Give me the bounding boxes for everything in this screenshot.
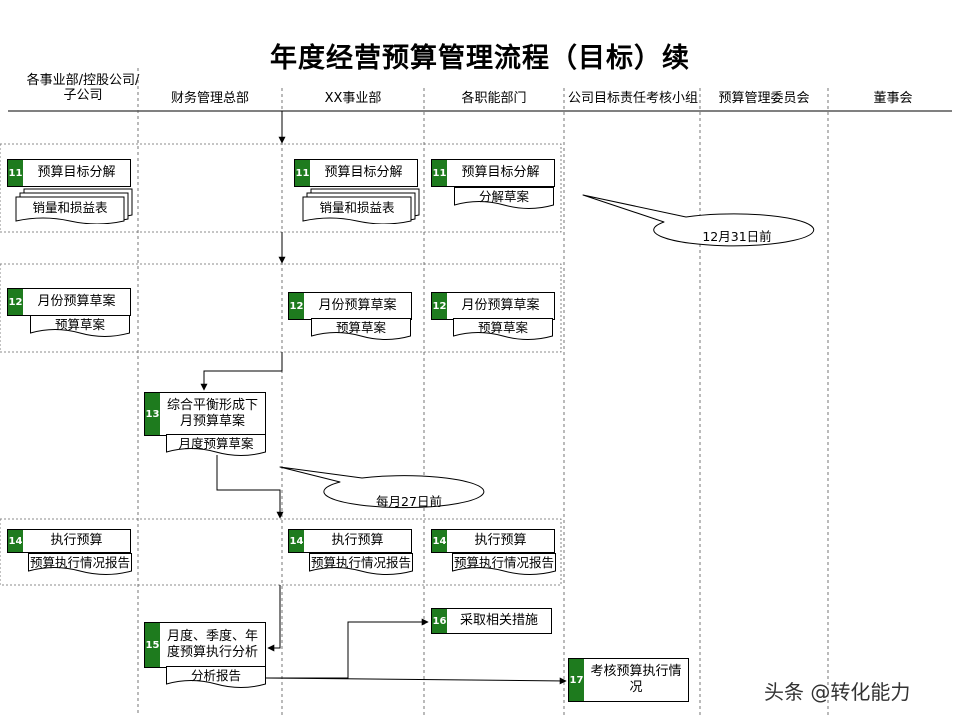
document[interactable]: 预算草案 bbox=[311, 318, 411, 342]
document-icon bbox=[30, 315, 130, 337]
document-stack[interactable]: 销量和损益表 bbox=[15, 188, 135, 224]
step-label: 执行预算 bbox=[474, 533, 527, 548]
document[interactable]: 预算执行情况报告 bbox=[28, 553, 132, 577]
document[interactable]: 预算执行情况报告 bbox=[452, 553, 556, 577]
step-number: 17 bbox=[569, 659, 584, 701]
step-label: 考核预算执行情 况 bbox=[584, 659, 688, 701]
lane-header-line: 子公司 bbox=[63, 88, 103, 103]
step-number: 14 bbox=[289, 530, 304, 552]
document-icon bbox=[166, 434, 266, 456]
step-label: 月份预算草案 bbox=[37, 294, 116, 309]
step-15-finance[interactable]: 15 月度、季度、年 度预算执行分析 bbox=[144, 622, 266, 668]
document-icon bbox=[166, 666, 266, 688]
document[interactable]: 预算草案 bbox=[30, 315, 130, 339]
document-label: 销量和损益表 bbox=[32, 200, 108, 215]
document[interactable]: 分解草案 bbox=[454, 187, 554, 211]
document[interactable]: 月度预算草案 bbox=[166, 434, 266, 458]
multi-document-icon bbox=[302, 188, 420, 224]
step-14-xx-division[interactable]: 14 执行预算 bbox=[288, 529, 412, 553]
document-label: 预算执行情况报告 bbox=[310, 555, 411, 570]
step-label-line: 综合平衡形成下 bbox=[166, 398, 258, 413]
step-14-functional-depts[interactable]: 14 执行预算 bbox=[431, 529, 555, 553]
document-icon bbox=[454, 187, 554, 209]
document-label: 月度预算草案 bbox=[178, 436, 254, 451]
document[interactable]: 分析报告 bbox=[166, 666, 266, 690]
step-label: 执行预算 bbox=[50, 533, 103, 548]
watermark: 头条 @转化能力 bbox=[764, 680, 911, 704]
step-label: 执行预算 bbox=[331, 533, 384, 548]
document[interactable]: 预算执行情况报告 bbox=[309, 553, 413, 577]
step-12-xx-division[interactable]: 12 月份预算草案 bbox=[288, 292, 412, 320]
step-13-finance[interactable]: 13 综合平衡形成下 月预算草案 bbox=[144, 392, 266, 436]
step-12-functional-depts[interactable]: 12 月份预算草案 bbox=[431, 292, 555, 320]
document-label: 销量和损益表 bbox=[319, 200, 395, 215]
step-label-line: 月度、季度、年 bbox=[166, 629, 258, 644]
step-number: 14 bbox=[8, 530, 23, 552]
step-11-xx-division[interactable]: 11 预算目标分解 bbox=[294, 159, 418, 187]
document-label: 分析报告 bbox=[190, 668, 241, 683]
document-icon bbox=[309, 553, 413, 575]
step-12-business-units[interactable]: 12 月份预算草案 bbox=[7, 288, 131, 316]
document[interactable]: 预算草案 bbox=[453, 318, 553, 342]
step-label-line: 考核预算执行情 bbox=[590, 664, 682, 679]
step-label: 月度、季度、年 度预算执行分析 bbox=[160, 623, 265, 667]
multi-document-icon bbox=[15, 188, 133, 224]
step-16-functional-depts[interactable]: 16 采取相关措施 bbox=[431, 608, 552, 634]
lane-header-board: 董事会 bbox=[873, 91, 913, 106]
step-label-line: 度预算执行分析 bbox=[166, 645, 258, 660]
document-label: 预算草案 bbox=[335, 320, 386, 335]
lane-header-line: 各事业部/控股公司/ bbox=[26, 73, 140, 88]
document-label: 预算草案 bbox=[477, 320, 528, 335]
step-label: 月份预算草案 bbox=[318, 298, 397, 313]
callout-deadline-dec31: 12月31日前 bbox=[702, 229, 772, 244]
callout-deadline-day27: 每月27日前 bbox=[376, 494, 442, 509]
step-number: 12 bbox=[432, 293, 447, 319]
document-icon bbox=[453, 318, 553, 340]
step-number: 12 bbox=[8, 289, 23, 315]
step-label-line: 月预算草案 bbox=[179, 414, 245, 429]
step-label: 预算目标分解 bbox=[461, 165, 540, 180]
document-stack[interactable]: 销量和损益表 bbox=[302, 188, 422, 224]
step-label: 月份预算草案 bbox=[461, 298, 540, 313]
lane-header-xx-division: XX事业部 bbox=[324, 91, 382, 106]
step-number: 15 bbox=[145, 623, 160, 667]
lane-header-assessment-group: 公司目标责任考核小组 bbox=[567, 91, 698, 106]
page-title: 年度经营预算管理流程（目标）续 bbox=[270, 43, 690, 74]
lane-header-functional-depts: 各职能部门 bbox=[461, 91, 527, 106]
lane-header-business-units: 各事业部/控股公司/ 子公司 bbox=[8, 73, 158, 103]
lane-header-finance: 财务管理总部 bbox=[170, 91, 249, 106]
document-icon bbox=[311, 318, 411, 340]
document-label: 预算执行情况报告 bbox=[453, 555, 554, 570]
step-11-functional-depts[interactable]: 11 预算目标分解 bbox=[431, 159, 555, 187]
step-number: 11 bbox=[8, 160, 23, 186]
step-11-business-units[interactable]: 11 预算目标分解 bbox=[7, 159, 131, 187]
step-label-line: 况 bbox=[629, 680, 643, 695]
document-icon bbox=[28, 553, 132, 575]
step-number: 11 bbox=[295, 160, 310, 186]
step-17-assessment-group[interactable]: 17 考核预算执行情 况 bbox=[568, 658, 689, 702]
document-label: 分解草案 bbox=[478, 189, 529, 204]
step-number: 12 bbox=[289, 293, 304, 319]
step-number: 11 bbox=[432, 160, 447, 186]
document-label: 预算执行情况报告 bbox=[29, 555, 130, 570]
step-number: 14 bbox=[432, 530, 447, 552]
step-number: 16 bbox=[432, 609, 447, 633]
document-icon bbox=[452, 553, 556, 575]
step-label: 预算目标分解 bbox=[37, 165, 116, 180]
step-label: 预算目标分解 bbox=[324, 165, 403, 180]
document-label: 预算草案 bbox=[54, 317, 105, 332]
step-label: 综合平衡形成下 月预算草案 bbox=[160, 393, 265, 435]
lane-header-budget-committee: 预算管理委员会 bbox=[718, 91, 810, 106]
step-label: 采取相关措施 bbox=[459, 613, 538, 628]
step-14-business-units[interactable]: 14 执行预算 bbox=[7, 529, 131, 553]
step-number: 13 bbox=[145, 393, 160, 435]
